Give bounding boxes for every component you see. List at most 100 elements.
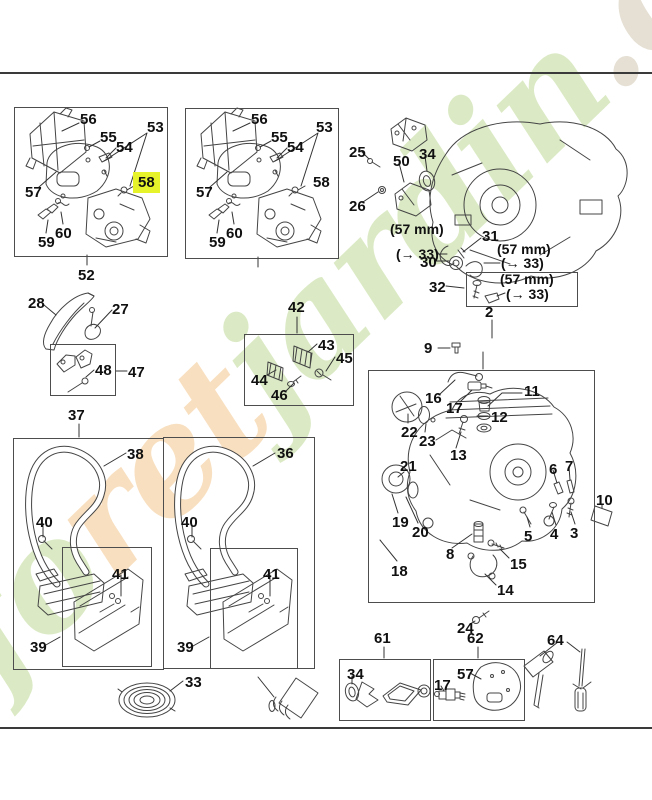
callout-c57b: 57 bbox=[457, 666, 474, 683]
callout-b55: 55 bbox=[271, 129, 288, 146]
callout-c40r: 40 bbox=[181, 514, 198, 531]
callout-mm3: (57 mm) bbox=[500, 271, 554, 287]
callout-mm2: (57 mm) bbox=[497, 241, 551, 257]
callout-c38: 38 bbox=[127, 446, 144, 463]
callout-c17b: 17 bbox=[434, 677, 451, 694]
callout-a52: 52 bbox=[78, 267, 95, 284]
starter-rope-33 bbox=[117, 680, 184, 718]
callout-c3: 3 bbox=[570, 525, 579, 542]
callout-c19: 19 bbox=[392, 514, 409, 531]
callout-c42: 42 bbox=[288, 299, 305, 316]
callout-b54: 54 bbox=[287, 139, 304, 156]
bottom-divider-line bbox=[0, 727, 652, 729]
group-box-plate-39-right bbox=[210, 548, 298, 669]
callout-c13: 13 bbox=[450, 447, 467, 464]
callout-c64: 64 bbox=[547, 632, 564, 649]
callout-c34: 34 bbox=[419, 146, 436, 163]
callout-c44: 44 bbox=[251, 372, 268, 389]
carburetor-and-hoses bbox=[361, 117, 436, 217]
callout-c30: 30 bbox=[420, 254, 437, 271]
front-handle-moulding-28-27 bbox=[42, 292, 113, 351]
group-box-filter-group-1 bbox=[14, 107, 168, 257]
callout-c45: 45 bbox=[336, 350, 353, 367]
callout-a53: 53 bbox=[147, 119, 164, 136]
callout-c48: 48 bbox=[95, 362, 112, 379]
callout-c21: 21 bbox=[400, 458, 417, 475]
callout-ar3: (→ 33) bbox=[506, 286, 549, 302]
callout-c28: 28 bbox=[28, 295, 45, 312]
group-box-kit-42 bbox=[244, 334, 354, 406]
callout-c32: 32 bbox=[429, 279, 446, 296]
group-box-plate-39-left bbox=[62, 547, 152, 667]
fuel-hoses-30-31-32 bbox=[436, 237, 506, 370]
callout-c41r: 41 bbox=[263, 566, 280, 583]
callout-c5: 5 bbox=[524, 528, 533, 545]
callout-b59: 59 bbox=[209, 234, 226, 251]
callout-a56: 56 bbox=[80, 111, 97, 128]
callout-c17: 17 bbox=[446, 400, 463, 417]
group-box-kit-32 bbox=[466, 272, 578, 307]
callout-a59: 59 bbox=[38, 234, 55, 251]
callout-ar2: (→ 33) bbox=[501, 255, 544, 271]
callout-c33: 33 bbox=[185, 674, 202, 691]
callout-c25: 25 bbox=[349, 144, 366, 161]
callout-c40l: 40 bbox=[36, 514, 53, 531]
group-box-brake-47 bbox=[50, 344, 116, 396]
group-box-gasket-kit-61 bbox=[339, 659, 431, 721]
callout-c34b: 34 bbox=[347, 666, 364, 683]
callout-c22: 22 bbox=[401, 424, 418, 441]
callout-c39l: 39 bbox=[30, 639, 47, 656]
callout-a55: 55 bbox=[100, 129, 117, 146]
callout-c12: 12 bbox=[491, 409, 508, 426]
service-kit-62-contents bbox=[434, 646, 521, 711]
callout-b57: 57 bbox=[196, 184, 213, 201]
callout-c10: 10 bbox=[596, 492, 613, 509]
callout-c46: 46 bbox=[271, 387, 288, 404]
callout-c9: 9 bbox=[424, 340, 433, 357]
callout-c37: 37 bbox=[68, 407, 85, 424]
group-box-filter-group-2 bbox=[185, 108, 339, 259]
callout-c24: 24 bbox=[457, 620, 474, 637]
top-divider-line bbox=[0, 72, 652, 74]
elbow-connector bbox=[257, 676, 319, 720]
callout-b58: 58 bbox=[313, 174, 330, 191]
callout-c31: 31 bbox=[482, 228, 499, 245]
callout-ar1: (→ 33) bbox=[396, 246, 439, 262]
callout-c8: 8 bbox=[446, 546, 455, 563]
callout-c62: 62 bbox=[467, 630, 484, 647]
brake-levers-47-48 bbox=[56, 349, 128, 438]
callout-c39r: 39 bbox=[177, 639, 194, 656]
callout-b53: 53 bbox=[316, 119, 333, 136]
callout-c27: 27 bbox=[112, 301, 129, 318]
callout-c41l: 41 bbox=[112, 566, 129, 583]
callout-a57: 57 bbox=[25, 184, 42, 201]
callout-c2: 2 bbox=[485, 304, 494, 321]
group-box-service-kit-62 bbox=[433, 659, 525, 721]
callout-mm1: (57 mm) bbox=[390, 221, 444, 237]
callout-c50: 50 bbox=[393, 153, 410, 170]
callout-c20: 20 bbox=[412, 524, 429, 541]
tools-64 bbox=[523, 641, 592, 712]
callout-c47: 47 bbox=[128, 364, 145, 381]
callout-c7: 7 bbox=[565, 458, 574, 475]
callout-c6: 6 bbox=[549, 461, 558, 478]
spring-kit-42 bbox=[266, 316, 336, 392]
gasket-kit-61-contents bbox=[344, 646, 431, 708]
callout-c23: 23 bbox=[419, 433, 436, 450]
callout-a54: 54 bbox=[116, 139, 133, 156]
crankcase-overview bbox=[429, 121, 628, 284]
callout-c26: 26 bbox=[349, 198, 366, 215]
callout-b60: 60 bbox=[226, 225, 243, 242]
callout-c61: 61 bbox=[374, 630, 391, 647]
callout-c18: 18 bbox=[391, 563, 408, 580]
callout-a58: 58 bbox=[133, 172, 160, 193]
callout-c43: 43 bbox=[318, 337, 335, 354]
callout-c36: 36 bbox=[277, 445, 294, 462]
group-box-engine-2 bbox=[368, 370, 595, 603]
callout-c15: 15 bbox=[510, 556, 527, 573]
callout-c16: 16 bbox=[425, 390, 442, 407]
callout-b56: 56 bbox=[251, 111, 268, 128]
callout-c4: 4 bbox=[550, 526, 559, 543]
